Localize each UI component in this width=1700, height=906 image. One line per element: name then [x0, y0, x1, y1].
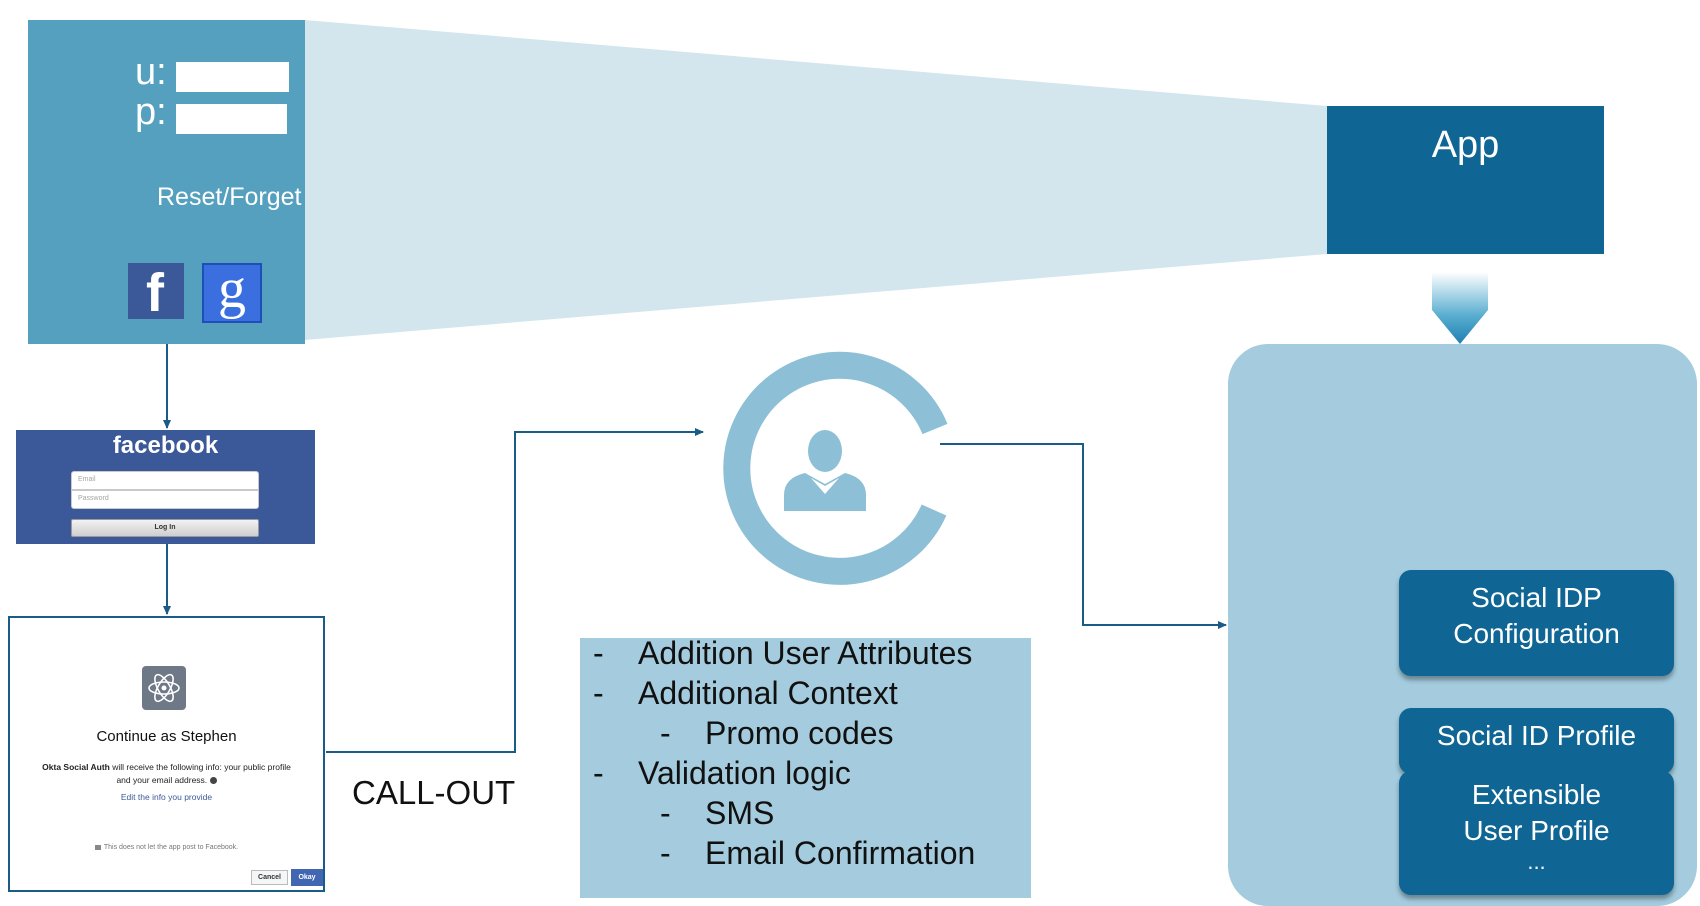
facebook-permission-dialog: Continue as Stephen Okta Social Auth wil… [8, 616, 325, 892]
reset-forget-link[interactable]: Reset/Forget [157, 183, 302, 211]
facebook-logo: facebook [112, 432, 219, 459]
list-dash: - [593, 755, 604, 791]
social-id-profile-label: Social ID Profile [1436, 720, 1637, 751]
password-label: p: [135, 91, 167, 133]
list-dash: - [593, 635, 604, 671]
password-field[interactable] [176, 104, 287, 134]
info-line-1: will receive the following info: your pu… [112, 762, 291, 772]
privacy-note: This does not let the app post to Facebo… [10, 844, 323, 851]
facebook-login-button[interactable]: Log In [71, 519, 259, 537]
list-dash: - [593, 675, 604, 711]
facebook-login-screen: facebook Email Password Log In [16, 430, 315, 544]
info-line-2: and your email address. [116, 775, 208, 785]
list-dash: - [660, 835, 671, 871]
atom-app-icon [142, 666, 186, 710]
facebook-email-input[interactable]: Email [71, 471, 259, 490]
extensible-user-profile-card: Extensible User Profile ... [1399, 771, 1674, 895]
callout-label: CALL-OUT [352, 774, 516, 811]
app-box: App [1327, 106, 1604, 254]
social-idp-line-2: Configuration [1453, 618, 1620, 649]
lock-icon [94, 844, 101, 850]
permission-info: Okta Social Auth will receive the follow… [10, 761, 323, 787]
google-button[interactable]: g [202, 259, 262, 323]
okay-button[interactable]: Okay [291, 869, 323, 886]
app-label: App [1431, 124, 1500, 166]
social-idp-line-1: Social IDP [1471, 582, 1602, 613]
google-icon: g [218, 258, 246, 320]
extensible-line-2: User Profile [1463, 815, 1610, 846]
list-text: Email Confirmation [705, 835, 976, 871]
list-text: Validation logic [638, 755, 851, 791]
list-text: Additional Context [638, 675, 898, 711]
attributes-box: - Addition User Attributes - Additional … [580, 635, 1031, 898]
list-text: SMS [705, 795, 775, 831]
list-dash: - [660, 795, 671, 831]
username-field[interactable] [176, 62, 289, 92]
facebook-icon: f [146, 263, 164, 323]
app-name: Okta Social Auth [42, 762, 110, 772]
social-idp-card: Social IDP Configuration [1399, 570, 1674, 676]
edit-info-link[interactable]: Edit the info you provide [120, 792, 213, 802]
connector-to-directory [940, 443, 1227, 629]
funnel-shape [305, 20, 1327, 340]
facebook-button[interactable]: f [128, 263, 184, 323]
cancel-button[interactable]: Cancel [251, 870, 288, 885]
login-panel: u: p: Reset/Forget f g [28, 20, 305, 344]
privacy-note-text: This does not let the app post to Facebo… [103, 844, 239, 851]
username-label: u: [135, 51, 167, 93]
connector-callout [326, 428, 704, 753]
hook-ring [723, 351, 948, 585]
directory-panel: Social IDP Configuration Social ID Profi… [1228, 344, 1697, 906]
facebook-password-input[interactable]: Password [71, 490, 259, 509]
down-arrow [1432, 272, 1488, 344]
continue-as-text: Continue as Stephen [96, 728, 237, 745]
extensible-more: ... [1527, 849, 1546, 874]
social-id-profile-card: Social ID Profile [1399, 708, 1674, 774]
list-dash: - [660, 715, 671, 751]
extensible-line-1: Extensible [1471, 779, 1602, 810]
info-icon [209, 777, 217, 785]
list-text: Addition User Attributes [638, 635, 973, 671]
list-text: Promo codes [705, 715, 894, 751]
hook-user-icon [784, 430, 866, 511]
